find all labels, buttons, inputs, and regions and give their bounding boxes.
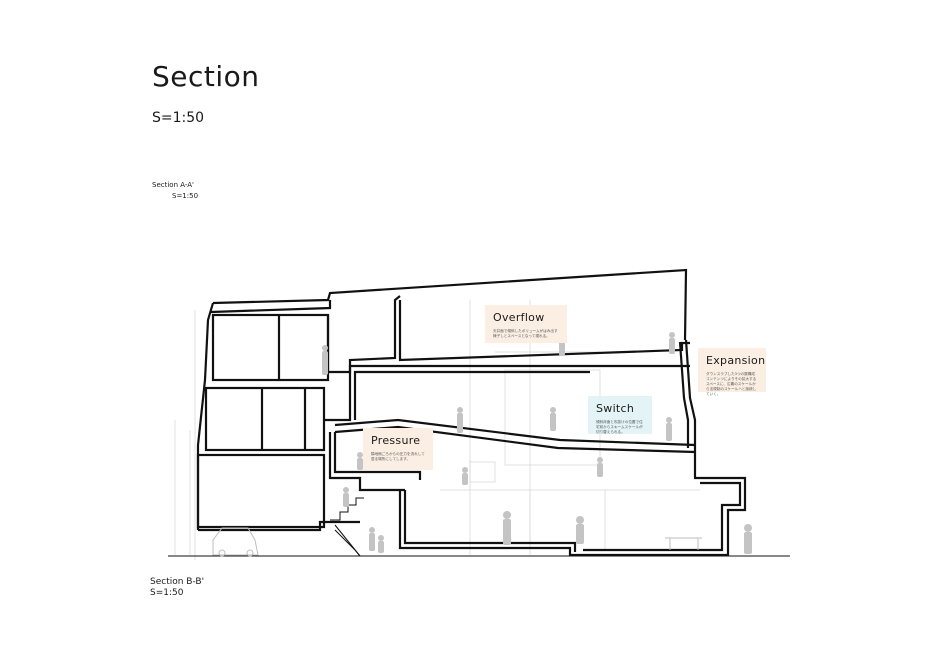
- person-figure: [503, 511, 511, 545]
- callout-overflow-text: 天井面で傾斜したボリュームがはみ出す様子しとスペースとなって現れる。: [493, 329, 558, 338]
- section-a-title: Section A-A': [152, 181, 194, 189]
- callout-expansion: Expansion ダウンスラブした3つの層構成コンテンツによりその拡大するスペ…: [698, 348, 766, 396]
- callout-switch-title: Switch: [596, 402, 635, 415]
- person-figure: [550, 407, 556, 431]
- section-b-title: Section B-B': [150, 577, 205, 587]
- page-title: Section: [152, 60, 260, 93]
- person-figure: [357, 452, 363, 470]
- callout-expansion-title: Expansion: [706, 354, 766, 367]
- callout-pressure-text: 隣地側ごろからの圧力を流れして居る場所にしてします。: [371, 452, 425, 461]
- person-figure: [369, 527, 375, 551]
- dining-table-icon: [665, 537, 702, 550]
- section-a-scale: S=1:50: [172, 192, 199, 200]
- background-elevation-lines: [174, 300, 700, 560]
- page-scale: S=1:50: [152, 110, 205, 126]
- callout-switch-text: 傾斜床面と吹抜けの位置で住宅前からスキームスケールが切り替えられる。: [596, 420, 643, 434]
- section-b-scale: S=1:50: [150, 588, 184, 598]
- person-figure: [343, 487, 349, 507]
- person-figure: [669, 332, 675, 354]
- person-figure: [322, 345, 328, 375]
- section-a-label: Section A-A' S=1:50: [152, 180, 198, 202]
- person-figure: [666, 417, 672, 441]
- stairs: [330, 497, 364, 557]
- person-figure: [457, 407, 463, 433]
- callout-switch: Switch 傾斜床面と吹抜けの位置で住宅前からスキームスケールが切り替えられる…: [588, 396, 652, 434]
- person-figure: [462, 467, 468, 485]
- person-figure: [378, 535, 384, 553]
- callout-overflow-title: Overflow: [493, 311, 545, 324]
- section-walls: [196, 268, 747, 557]
- person-figure: [744, 524, 752, 554]
- callout-expansion-text: ダウンスラブした3つの層構成コンテンツによりその拡大するスペースに、広義のスケー…: [706, 372, 757, 396]
- person-figure: [597, 457, 603, 477]
- car-icon: [212, 527, 259, 557]
- person-figure: [576, 516, 584, 544]
- section-b-label: Section B-B' S=1:50: [150, 577, 204, 599]
- callout-pressure: Pressure 隣地側ごろからの圧力を流れして居る場所にしてします。: [363, 428, 433, 470]
- callout-overflow: Overflow 天井面で傾斜したボリュームがはみ出す様子しとスペースとなって現…: [485, 305, 567, 343]
- callout-pressure-title: Pressure: [371, 434, 421, 447]
